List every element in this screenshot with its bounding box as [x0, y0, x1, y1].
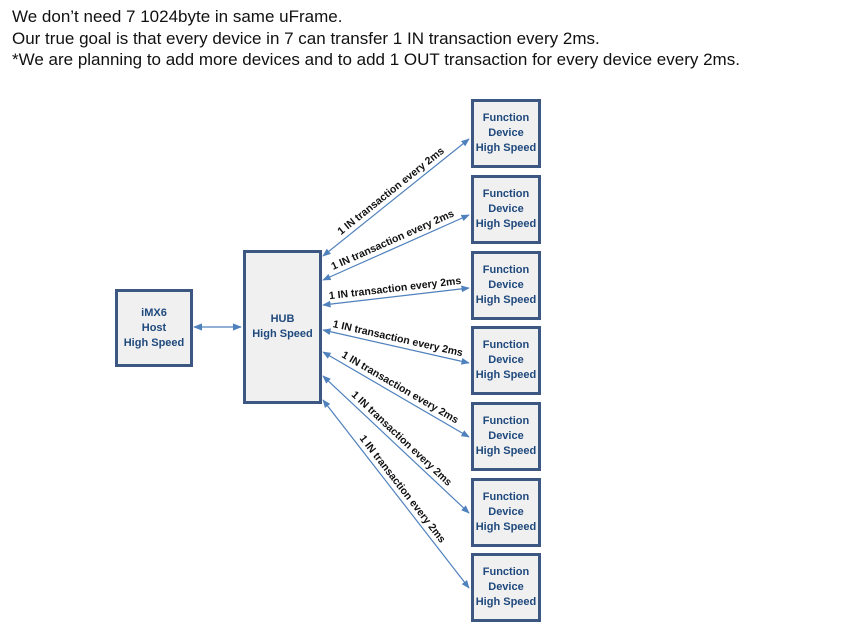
- device-kind: Device: [488, 203, 524, 215]
- device-kind: Device: [488, 127, 524, 139]
- hub-name: HUB: [270, 313, 295, 325]
- host-name: iMX6: [141, 306, 167, 319]
- device-speed: High Speed: [475, 521, 537, 533]
- device-kind: Device: [488, 581, 524, 593]
- hub-device-arrow: [322, 375, 470, 514]
- device-type: Function: [482, 264, 530, 276]
- notes: We don’t need 7 1024byte in same uFrame.…: [12, 6, 740, 71]
- hub-box: HUB High Speed: [243, 250, 322, 404]
- host-role: Host: [141, 321, 167, 334]
- device-speed: High Speed: [475, 369, 537, 381]
- device-type: Function: [482, 415, 530, 427]
- note-line-3: *We are planning to add more devices and…: [12, 50, 740, 69]
- device-speed: High Speed: [475, 596, 537, 608]
- device-type: Function: [482, 112, 530, 124]
- device-type: Function: [482, 566, 530, 578]
- device-kind: Device: [488, 279, 524, 291]
- device-speed: High Speed: [475, 294, 537, 306]
- device-speed: High Speed: [475, 142, 537, 154]
- hub-device-arrow: [322, 214, 470, 281]
- device-speed: High Speed: [475, 445, 537, 457]
- hub-device-arrow: [322, 285, 470, 308]
- device-speed: High Speed: [475, 218, 537, 230]
- host-box: iMX6 Host High Speed: [115, 289, 193, 367]
- device-kind: Device: [488, 354, 524, 366]
- link-label: 1 IN transaction every 2ms: [340, 349, 461, 426]
- device-kind: Device: [488, 430, 524, 442]
- device-kind: Device: [488, 506, 524, 518]
- hub-device-arrow: [322, 399, 470, 589]
- note-line-2: Our true goal is that every device in 7 …: [12, 28, 600, 48]
- host-speed: High Speed: [123, 336, 185, 349]
- device-type: Function: [482, 188, 530, 200]
- hub-speed: High Speed: [252, 328, 313, 340]
- device-type: Function: [482, 339, 530, 351]
- device-type: Function: [482, 491, 530, 503]
- note-line-1: We don’t need 7 1024byte in same uFrame.: [12, 7, 343, 26]
- link-label: 1 IN transaction every 2ms: [328, 275, 462, 302]
